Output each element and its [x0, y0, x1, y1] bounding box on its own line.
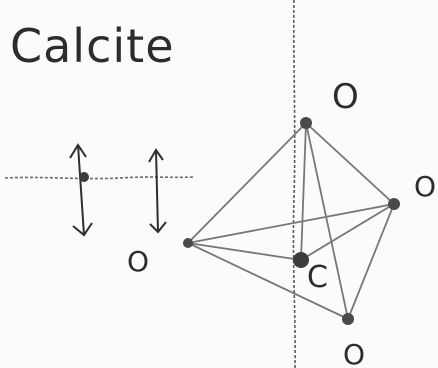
- diagram-title: Calcite: [10, 19, 175, 73]
- atom-top-point: [300, 117, 312, 129]
- label-bottom-o: O: [343, 338, 365, 368]
- atom-left-point: [183, 238, 193, 248]
- tetrahedron-edges: [187, 122, 395, 320]
- atom-right-point: [388, 198, 400, 210]
- double-arrow-right: [148, 148, 167, 234]
- label-top-o: O: [332, 77, 359, 117]
- label-center-c: C: [307, 260, 328, 295]
- atom-bottom-point: [342, 313, 354, 325]
- label-right-o: O: [414, 170, 436, 203]
- label-left-o: O: [127, 245, 149, 278]
- vertical-axis: [292, 0, 296, 368]
- atom-center-point: [293, 252, 309, 268]
- double-arrow-left: [69, 143, 93, 237]
- horizontal-axis: [4, 176, 196, 180]
